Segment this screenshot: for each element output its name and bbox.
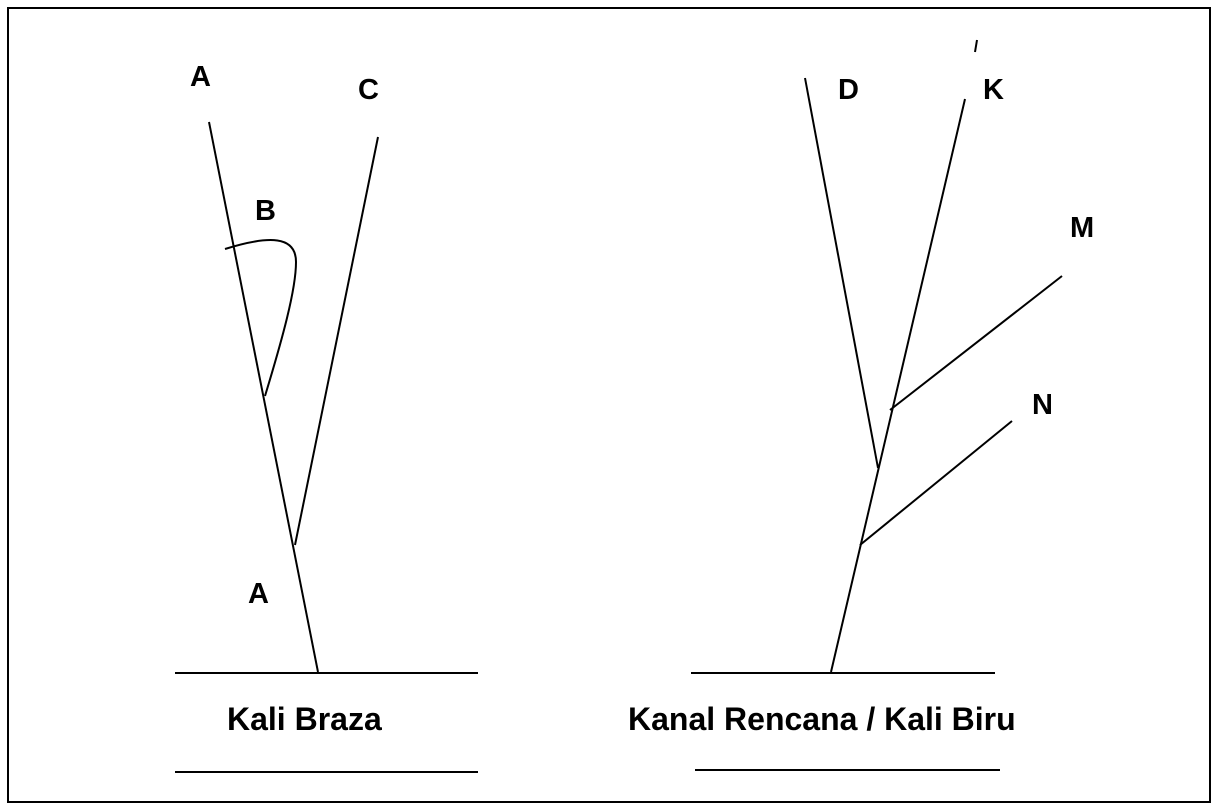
river-k-tick bbox=[974, 39, 978, 53]
river-c-line bbox=[294, 136, 379, 546]
right-river-diagram: D K M N Kanal Rencana / Kali Biru bbox=[628, 39, 1094, 771]
left-river-diagram: A C B A Kali Braza bbox=[175, 61, 478, 773]
label-k: K bbox=[983, 74, 1004, 106]
right-caption: Kanal Rencana / Kali Biru bbox=[628, 701, 1016, 737]
river-b-loop bbox=[224, 239, 298, 397]
river-n-line bbox=[859, 420, 1013, 546]
label-a-bottom: A bbox=[248, 578, 269, 610]
label-m: M bbox=[1070, 212, 1094, 244]
label-a-top: A bbox=[190, 61, 211, 93]
river-a-line bbox=[208, 121, 319, 673]
label-b: B bbox=[255, 195, 276, 227]
river-k-line bbox=[830, 98, 966, 673]
label-c: C bbox=[358, 74, 379, 106]
river-m-line bbox=[889, 275, 1063, 411]
river-d-line bbox=[804, 77, 879, 469]
left-caption: Kali Braza bbox=[227, 701, 382, 737]
label-d: D bbox=[838, 74, 859, 106]
diagram-frame bbox=[7, 7, 1211, 803]
label-n: N bbox=[1032, 389, 1053, 421]
